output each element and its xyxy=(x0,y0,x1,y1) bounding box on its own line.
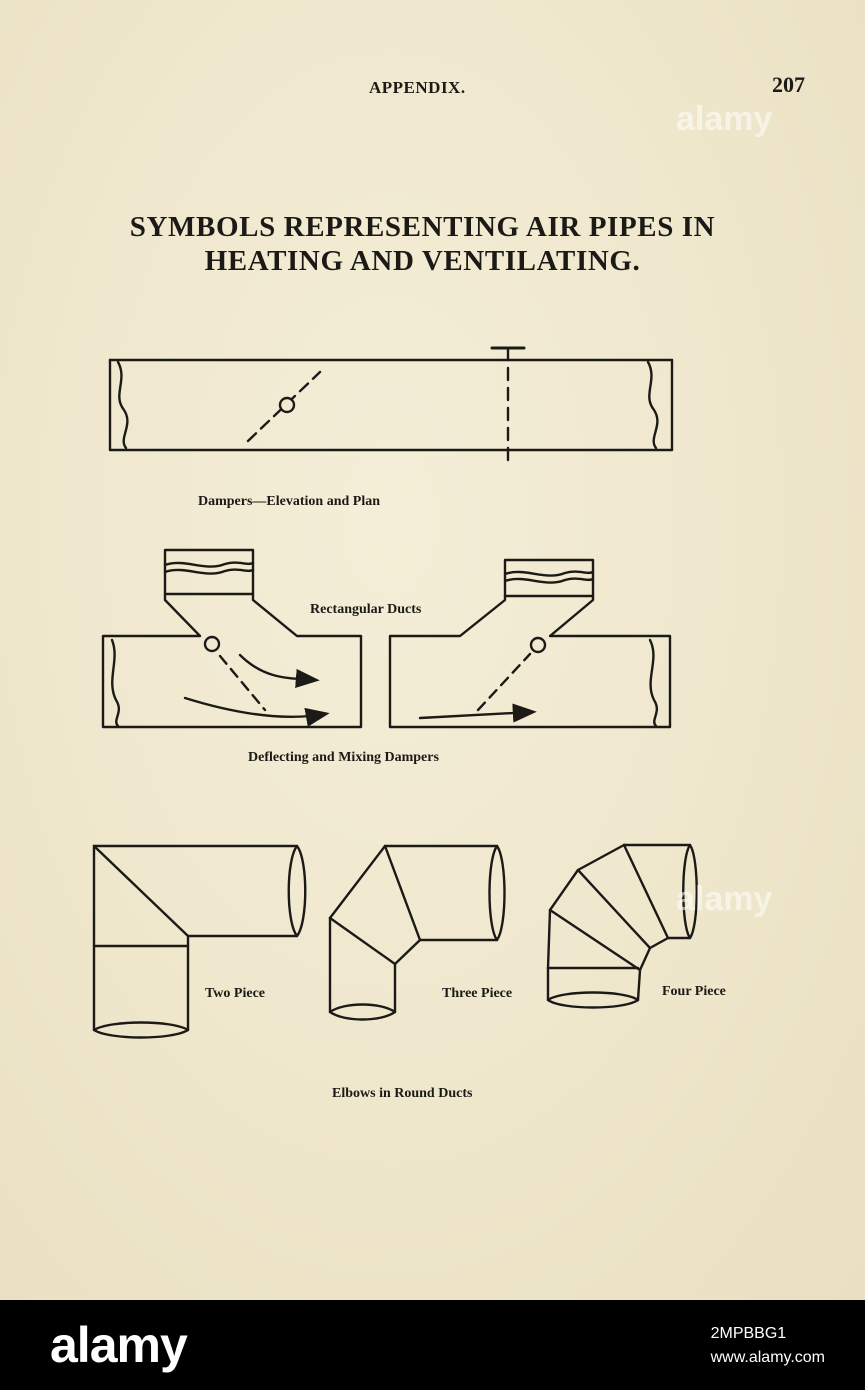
page-title-line-1: SYMBOLS REPRESENTING AIR PIPES IN xyxy=(129,211,716,243)
page-number: 207 xyxy=(772,72,805,97)
dampers-caption: Dampers—Elevation and Plan xyxy=(198,494,381,509)
page-title-line-2: HEATING AND VENTILATING. xyxy=(204,245,641,277)
deflecting-damper-drawing xyxy=(101,548,363,729)
watermark-overlay: alamy xyxy=(676,880,773,918)
alamy-logo: alamy xyxy=(50,1317,188,1373)
elbows-caption: Elbows in Round Ducts xyxy=(332,1086,473,1101)
watermark-overlay: alamy xyxy=(676,100,773,138)
stock-photo-footer: alamy 2MPBBG1 www.alamy.com xyxy=(0,1300,865,1390)
book-page: APPENDIX. 207 SYMBOLS REPRESENTING AIR P… xyxy=(0,0,865,1300)
duct-diagrams xyxy=(92,346,698,1039)
three-piece-label: Three Piece xyxy=(442,986,513,1001)
three-piece-elbow-drawing xyxy=(328,844,506,1021)
four-piece-label: Four Piece xyxy=(662,984,726,999)
mixing-damper-drawing xyxy=(388,558,672,729)
site-url: www.alamy.com xyxy=(710,1349,825,1366)
image-id-block: 2MPBBG1 www.alamy.com xyxy=(711,1322,825,1370)
rectangular-ducts-caption: Rectangular Ducts xyxy=(310,602,422,617)
running-head: APPENDIX. xyxy=(369,78,466,97)
damper-elevation-plan-drawing xyxy=(108,346,674,464)
two-piece-elbow-drawing xyxy=(92,844,307,1039)
deflecting-mixing-caption: Deflecting and Mixing Dampers xyxy=(248,750,439,765)
two-piece-label: Two Piece xyxy=(205,986,265,1001)
four-piece-elbow-drawing xyxy=(546,843,698,1009)
image-id: 2MPBBG1 xyxy=(710,1325,787,1342)
